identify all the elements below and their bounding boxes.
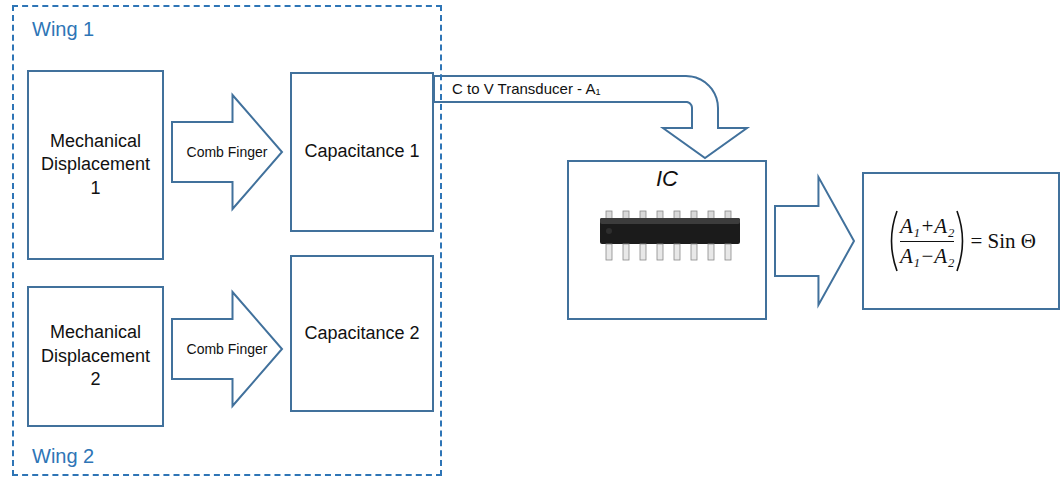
block-arrow <box>172 292 282 406</box>
chip-pin <box>674 244 680 260</box>
chip-pin <box>657 211 663 219</box>
bracket <box>886 208 900 274</box>
box-label: Mechanical Displacement 2 <box>37 321 154 391</box>
chip-pin <box>623 211 629 219</box>
box-label: Mechanical Displacement 1 <box>37 130 154 200</box>
process-box: Capacitance 2 <box>290 255 434 412</box>
connector-label: C to V Transducer - A₁ <box>450 80 602 98</box>
chip-pin <box>708 211 714 219</box>
chip-pin <box>725 211 731 219</box>
bracket-stroke <box>892 211 898 271</box>
box-label: Capacitance 2 <box>300 322 424 345</box>
process-box: Mechanical Displacement 1 <box>27 70 164 260</box>
block-arrow <box>775 177 854 305</box>
connector-label: Comb Finger <box>185 144 270 161</box>
chip-pin <box>606 211 612 219</box>
chip-notch <box>606 228 612 234</box>
connector-label: Comb Finger <box>185 341 270 358</box>
chip-top <box>600 218 740 224</box>
formula-box: A₁+A₂ A₁−A₂ = Sin Θ <box>862 172 1060 310</box>
group-label: Wing 2 <box>32 444 94 468</box>
block-arrow <box>172 95 282 209</box>
chip-pin <box>657 244 663 260</box>
group-label: Wing 1 <box>32 17 94 41</box>
formula-term: = Sin Θ <box>970 229 1036 253</box>
fraction: A₁+A₂ A₁−A₂ <box>900 214 954 267</box>
bracket-stroke <box>957 211 963 271</box>
chip-pin <box>725 244 731 260</box>
process-box: Capacitance 1 <box>290 72 434 232</box>
fraction-bar <box>900 241 954 242</box>
ic-label: IC <box>656 166 678 192</box>
process-box: Mechanical Displacement 2 <box>27 286 164 427</box>
chip-pin <box>640 211 646 219</box>
wing-group: Mechanical Displacement 1 Capacitance 1 Me… <box>12 5 442 476</box>
chip-pin <box>674 211 680 219</box>
connector-group <box>172 76 854 406</box>
ic-chip-illustration <box>600 211 740 260</box>
chip-body <box>600 218 740 244</box>
chip-pin <box>691 211 697 219</box>
bracket <box>954 208 968 274</box>
chip-pin <box>640 244 646 260</box>
curved-block-arrow <box>434 76 747 158</box>
box-label: Capacitance 1 <box>300 140 424 163</box>
chip-pin <box>606 244 612 260</box>
chip-pin <box>708 244 714 260</box>
formula-numerator: A₁+A₂ <box>900 214 954 238</box>
formula-denominator: A₁−A₂ <box>900 244 954 268</box>
ic-box: IC <box>567 160 767 320</box>
chip-pin <box>691 244 697 260</box>
chip-pin <box>623 244 629 260</box>
